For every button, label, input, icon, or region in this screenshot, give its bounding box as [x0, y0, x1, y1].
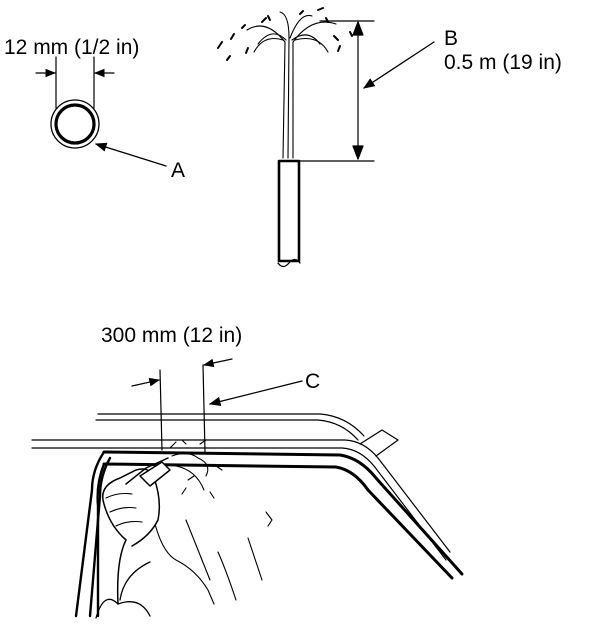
spray-distance-dimension	[131, 358, 233, 453]
hand-with-hose	[95, 457, 171, 619]
leader-line-c	[208, 380, 303, 406]
hose-spray-splash	[169, 439, 223, 499]
leader-line-a	[94, 142, 167, 167]
diameter-dimension	[35, 56, 115, 109]
door-seal-channel	[74, 450, 464, 618]
car-roof-outline	[31, 413, 451, 561]
spray-height-label: 0.5 m (19 in)	[444, 51, 562, 74]
spray-distance-label: 300 mm (12 in)	[101, 324, 243, 347]
callout-c-label: C	[305, 370, 321, 393]
water-jet	[217, 7, 353, 159]
hose-diameter-label: 12 mm (1/2 in)	[4, 36, 140, 59]
spray-height-dimension	[299, 20, 375, 162]
door-interior	[149, 499, 273, 605]
leader-line-b	[363, 41, 435, 89]
callout-b-label: B	[444, 27, 459, 50]
callout-a-label: A	[171, 159, 186, 182]
vertical-hose	[277, 159, 301, 268]
hose-cross-section	[50, 99, 100, 149]
